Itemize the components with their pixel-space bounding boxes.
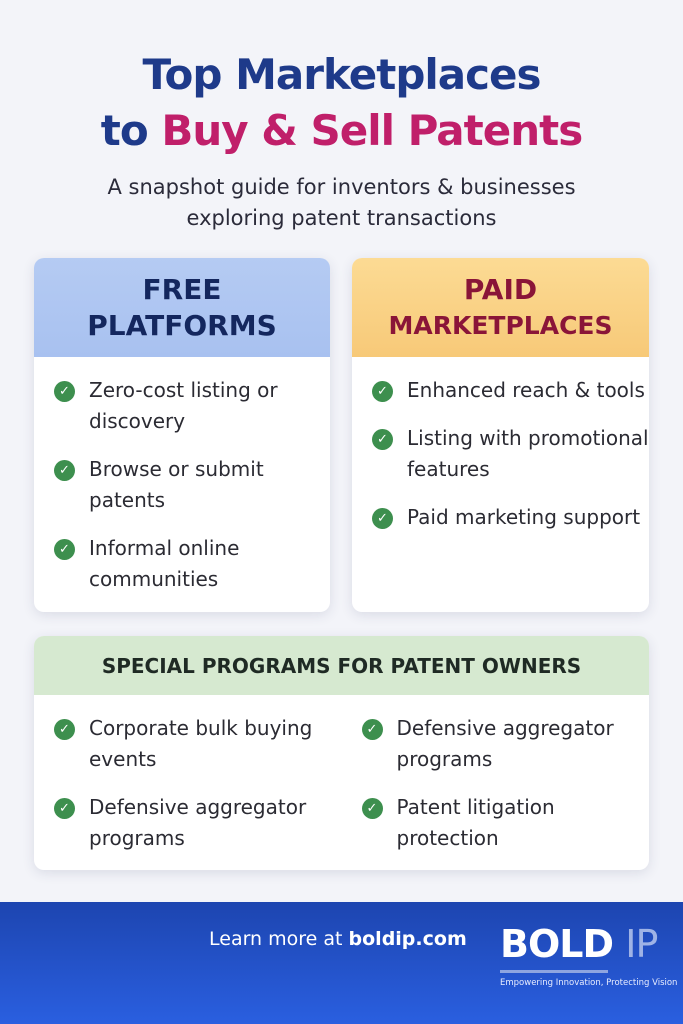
heading-line: FREE bbox=[142, 272, 222, 306]
check-circle-icon: ✓ bbox=[54, 798, 75, 819]
item-text: Listing with promotional features bbox=[407, 426, 649, 481]
item-text: Defensive aggregator programs bbox=[396, 716, 614, 771]
list-item: ✓ Paid marketing support bbox=[372, 502, 649, 533]
subtitle: A snapshot guide for inventors & busines… bbox=[0, 172, 683, 234]
item-text: Zero-cost listing or discovery bbox=[89, 378, 278, 433]
subtitle-line-1: A snapshot guide for inventors & busines… bbox=[107, 175, 576, 199]
footer: Learn more at boldip.com BOLD IP Empower… bbox=[0, 902, 683, 1024]
title-line-1: Top Marketplaces bbox=[142, 50, 541, 99]
special-programs-heading: SPECIAL PROGRAMS FOR PATENT OWNERS bbox=[34, 636, 649, 695]
heading-line: PLATFORMS bbox=[87, 308, 277, 342]
subtitle-line-2: exploring patent transactions bbox=[186, 206, 497, 230]
check-circle-icon: ✓ bbox=[54, 719, 75, 740]
heading-line: PAID bbox=[463, 272, 538, 306]
logo-underline bbox=[500, 970, 608, 973]
item-text: Informal online communities bbox=[89, 536, 240, 591]
list-item: ✓ Patent litigation protection bbox=[361, 792, 650, 854]
item-text: Corporate bulk buying events bbox=[89, 716, 313, 771]
logo-ip: IP bbox=[625, 922, 658, 966]
check-circle-icon: ✓ bbox=[361, 719, 383, 740]
logo-tagline: Empowering Innovation, Protecting Vision bbox=[500, 978, 678, 988]
learn-more-link[interactable]: Learn more at boldip.com bbox=[209, 928, 467, 950]
item-text: Enhanced reach & tools bbox=[407, 378, 645, 402]
list-item: ✓ Browse or submit patents bbox=[54, 454, 330, 516]
list-item: ✓ Enhanced reach & tools bbox=[372, 375, 649, 406]
paid-marketplaces-heading: PAID MARKETPLACES bbox=[352, 258, 649, 357]
list-item: ✓ Listing with promotional features bbox=[372, 423, 649, 485]
learn-prefix: Learn more at bbox=[209, 928, 349, 950]
special-programs-card: SPECIAL PROGRAMS FOR PATENT OWNERS ✓ Corp… bbox=[34, 636, 649, 870]
item-text: Patent litigation protection bbox=[396, 795, 555, 850]
check-circle-icon: ✓ bbox=[54, 460, 75, 481]
item-text: Paid marketing support bbox=[407, 505, 641, 529]
item-text: Defensive aggregator programs bbox=[89, 795, 307, 850]
check-circle-icon: ✓ bbox=[372, 508, 393, 529]
item-text: Browse or submit patents bbox=[89, 457, 264, 512]
bold-ip-logo: BOLD IP bbox=[500, 922, 658, 966]
list-item: ✓ Zero-cost listing or discovery bbox=[54, 375, 330, 437]
check-circle-icon: ✓ bbox=[54, 539, 75, 560]
website-link[interactable]: boldip.com bbox=[348, 928, 467, 950]
check-circle-icon: ✓ bbox=[372, 429, 393, 450]
logo-bold: BOLD bbox=[500, 922, 614, 966]
paid-marketplaces-card: PAID MARKETPLACES ✓ Enhanced reach & tools… bbox=[352, 258, 649, 612]
title-accent: Buy & Sell Patents bbox=[161, 106, 583, 155]
list-item: ✓ Corporate bulk buying events bbox=[54, 713, 342, 775]
list-item: ✓ Defensive aggregator programs bbox=[361, 713, 650, 775]
check-circle-icon: ✓ bbox=[54, 381, 75, 402]
title-prefix: to bbox=[100, 106, 162, 155]
check-circle-icon: ✓ bbox=[361, 798, 383, 819]
heading-line: MARKETPLACES bbox=[388, 310, 613, 340]
check-circle-icon: ✓ bbox=[372, 381, 393, 402]
list-item: ✓ Defensive aggregator programs bbox=[54, 792, 342, 854]
list-item: ✓ Informal online communities bbox=[54, 533, 330, 595]
title-line-2: to Buy & Sell Patents bbox=[0, 104, 683, 158]
